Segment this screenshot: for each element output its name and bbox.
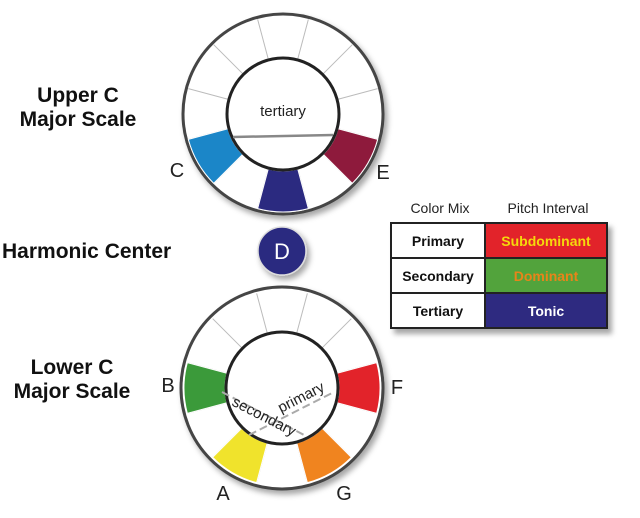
wheel-divider <box>213 44 244 75</box>
upper-color-wheel: tertiary C E <box>170 12 390 216</box>
harmonic-center-title: Harmonic Center <box>2 240 172 263</box>
legend-mix-primary: Primary <box>390 222 486 259</box>
wheel-divider <box>322 44 353 75</box>
note-label-e: E <box>376 162 389 184</box>
note-label-g: G <box>336 483 352 505</box>
wheel-divider <box>257 19 269 60</box>
wheel-divider <box>212 318 243 349</box>
legend-pitch-tonic: Tonic <box>484 292 608 329</box>
note-label-d: D <box>274 239 290 264</box>
legend-header-color-mix: Color Mix <box>410 200 470 216</box>
note-label-f: F <box>391 377 403 399</box>
note-label-a: A <box>216 483 230 505</box>
lower-color-wheel: primary secondary B F A G <box>161 285 403 505</box>
wheel-divider <box>321 318 352 349</box>
note-label-c: C <box>170 160 184 182</box>
legend-row-secondary: Secondary Dominant <box>390 257 608 294</box>
legend-mix-secondary: Secondary <box>390 257 486 294</box>
lower-scale-title: Lower C Major Scale <box>13 356 131 403</box>
legend-row-tertiary: Tertiary Tonic <box>390 292 608 329</box>
legend-mix-tertiary: Tertiary <box>390 292 486 329</box>
wheel-divider <box>188 88 229 100</box>
legend-row-primary: Primary Subdominant <box>390 222 608 259</box>
wheel-divider <box>297 19 309 60</box>
upper-inner-label: tertiary <box>260 103 306 120</box>
legend-table: Primary Subdominant Secondary Dominant T… <box>390 222 608 329</box>
wheel-divider <box>256 293 268 334</box>
legend-header-pitch-interval: Pitch Interval <box>507 200 589 216</box>
note-label-b: B <box>161 375 174 397</box>
upper-scale-title: Upper C Major Scale <box>19 84 137 131</box>
legend-pitch-dominant: Dominant <box>484 257 608 294</box>
harmonic-center-note: D <box>257 226 307 276</box>
legend-pitch-subdominant: Subdominant <box>484 222 608 259</box>
wheel-divider <box>337 88 378 100</box>
wheel-divider <box>296 293 308 334</box>
